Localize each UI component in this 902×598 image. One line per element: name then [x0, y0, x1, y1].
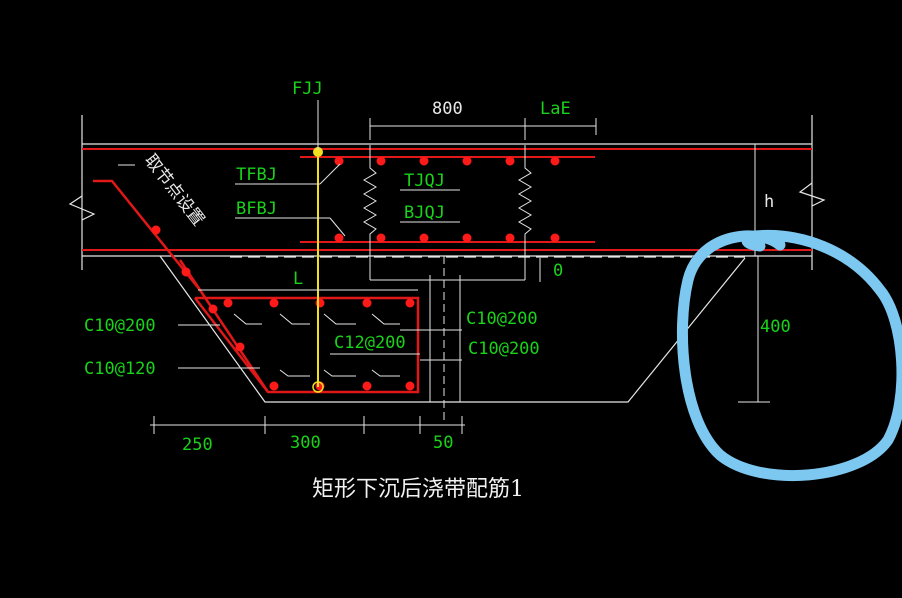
c10-200-left-label: C10@200 — [84, 316, 156, 336]
h-label: h — [764, 192, 774, 212]
leader-lines — [118, 163, 462, 369]
slab-outline — [68, 115, 826, 403]
fjj-label: FJJ — [292, 79, 323, 99]
bfbj-label: BFBJ — [236, 199, 277, 219]
slab-rebar — [82, 148, 812, 251]
dim-250: 250 — [182, 435, 213, 455]
c10-120-label: C10@120 — [84, 359, 156, 379]
bjqj-label: BJQJ — [404, 203, 445, 223]
lae-label: LaE — [540, 99, 571, 119]
tjqj-label: TJQJ — [404, 171, 445, 191]
fjj-bar — [312, 100, 324, 393]
pit-stirrups — [233, 313, 400, 377]
c12-200-label: C12@200 — [334, 333, 406, 353]
pit-rebar — [93, 179, 420, 394]
c10-200-right-top-label: C10@200 — [466, 309, 538, 329]
annotation-circle — [676, 229, 902, 481]
c10-200-right-bottom-label: C10@200 — [468, 339, 540, 359]
vertical-note: 取节点设置 — [140, 151, 208, 230]
dim-300: 300 — [290, 433, 321, 453]
dim-400: 400 — [760, 317, 791, 337]
l-label: L — [293, 269, 303, 289]
drawing-title: 矩形下沉后浇带配筋1 — [312, 477, 524, 502]
dim-50: 50 — [433, 433, 453, 453]
tfbj-label: TFBJ — [236, 165, 277, 185]
rebar-dots — [151, 156, 560, 391]
joint-lines — [363, 145, 532, 420]
dim-800: 800 — [432, 99, 463, 119]
dim-0: 0 — [553, 261, 563, 281]
